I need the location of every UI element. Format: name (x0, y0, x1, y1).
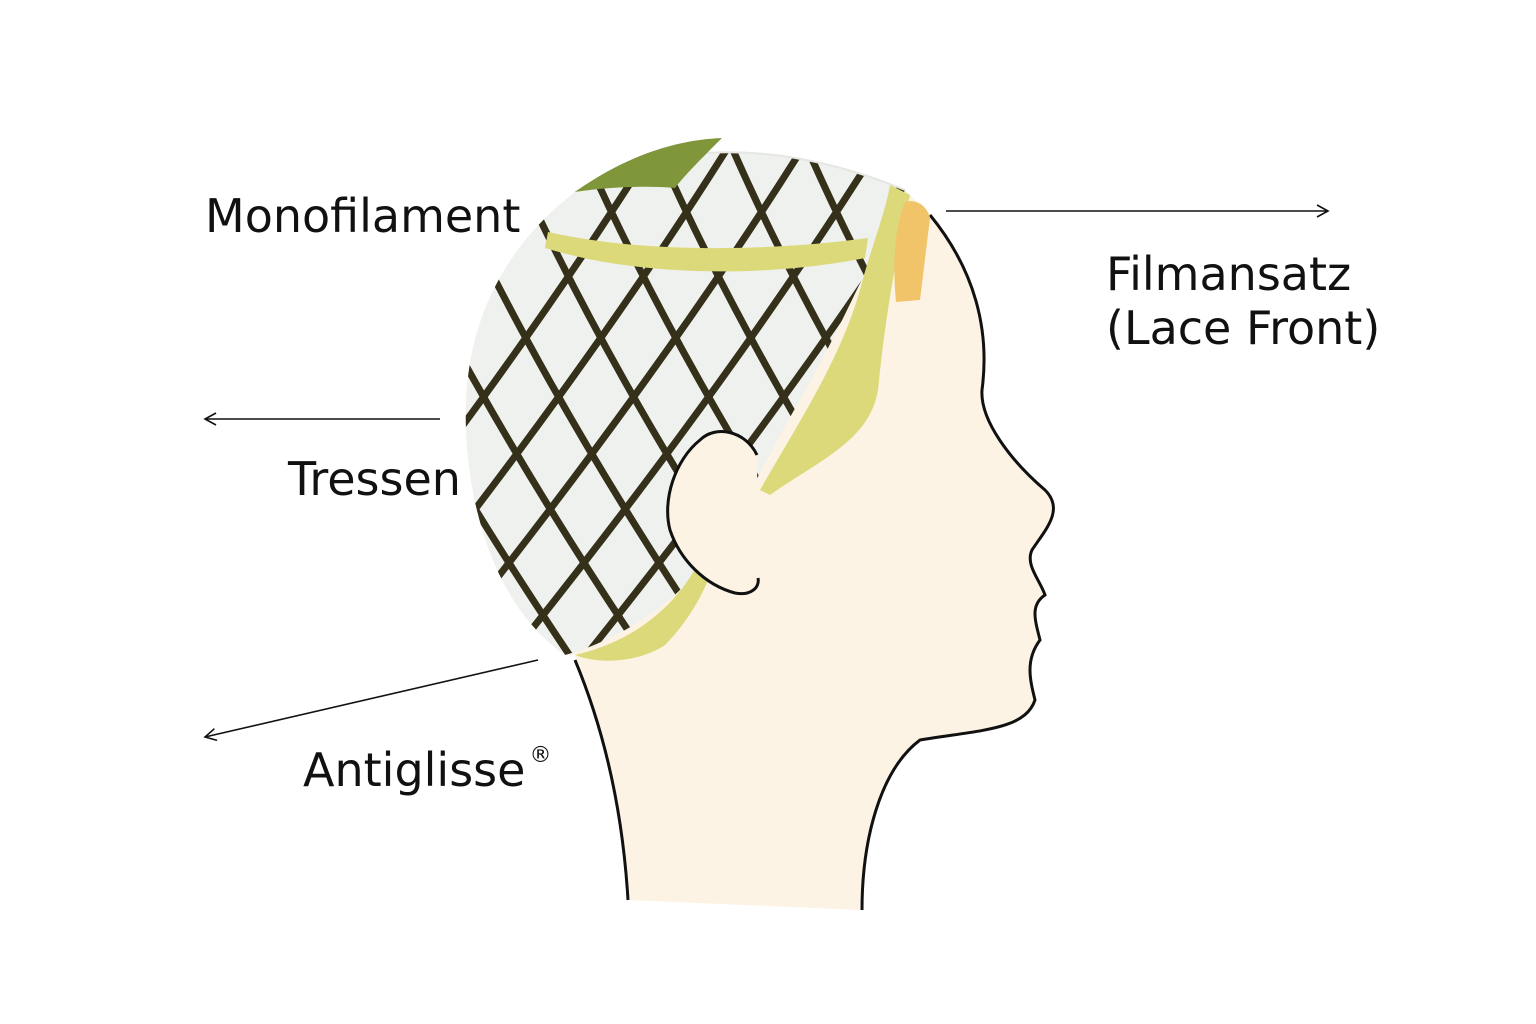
lace-front-strip (894, 201, 930, 302)
label-tressen: Tressen (287, 452, 461, 506)
monofilament-patch (575, 138, 722, 192)
net-line (0, 120, 220, 700)
net-line (0, 120, 225, 700)
registered-mark: ® (529, 743, 551, 768)
net-line (0, 120, 150, 700)
side-band (760, 185, 910, 495)
net-line (641, 152, 905, 655)
net-line (1020, 120, 1350, 700)
monofilament-band (545, 232, 868, 272)
net-line (1095, 120, 1425, 700)
ear (666, 430, 760, 596)
net-line (791, 152, 905, 655)
neck-back-outline (573, 659, 630, 901)
antiglisse-arrow (203, 659, 539, 742)
label-filmansatz: Filmansatz (1106, 247, 1351, 301)
net-line (1000, 120, 1420, 700)
label-lace-front: (Lace Front) (1106, 301, 1380, 355)
net-line (465, 152, 603, 655)
label-monofilament: Monofilament (205, 189, 520, 243)
face-profile-outline (860, 214, 1055, 911)
net-line (1075, 120, 1495, 700)
net-line (465, 152, 678, 655)
label-antiglisse: Antiglisse (303, 743, 525, 797)
